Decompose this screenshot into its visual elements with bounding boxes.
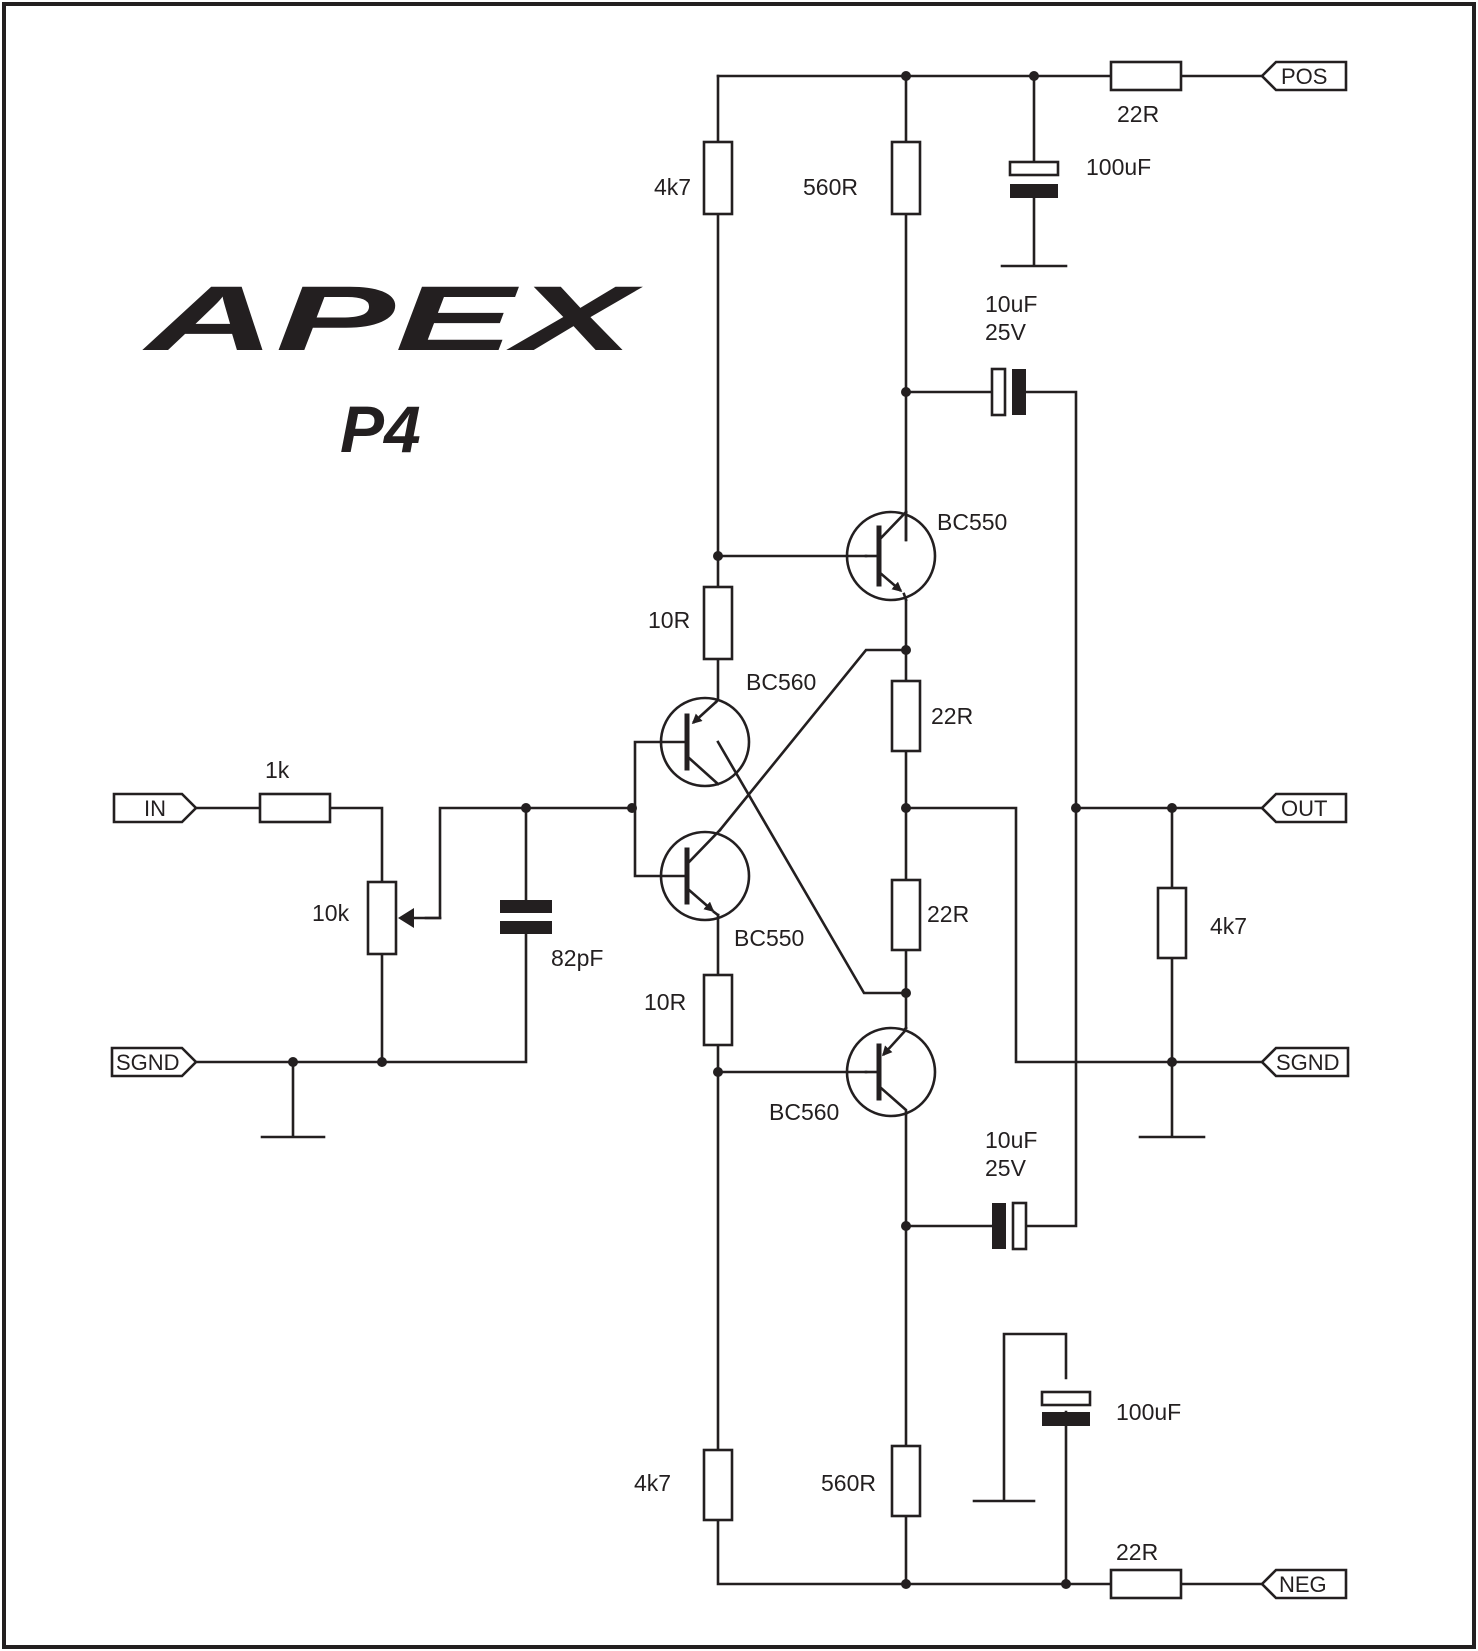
svg-text:BC550: BC550	[734, 925, 804, 951]
transistor-q3	[659, 828, 751, 922]
svg-text:APEX: APEX	[142, 268, 643, 370]
resistor-emitter-bottom	[890, 878, 922, 952]
resistor-top-left	[702, 140, 734, 216]
svg-text:25V: 25V	[985, 1155, 1027, 1181]
svg-text:560R: 560R	[821, 1470, 876, 1496]
svg-text:10uF: 10uF	[985, 1127, 1037, 1153]
resistor-base-bottom	[702, 973, 734, 1047]
resistor-input	[258, 792, 332, 824]
svg-text:4k7: 4k7	[634, 1470, 671, 1496]
svg-text:10R: 10R	[648, 607, 690, 633]
svg-text:25V: 25V	[985, 319, 1027, 345]
ports: POS NEG OUT SGND IN SGND	[110, 60, 1350, 1600]
brand-logo: APEX P4	[142, 268, 643, 466]
svg-text:82pF: 82pF	[551, 945, 603, 971]
resistor-emitter-top	[890, 679, 922, 753]
port-in: IN	[112, 792, 198, 824]
svg-text:4k7: 4k7	[654, 174, 691, 200]
transistor-q2	[659, 696, 751, 788]
transistor-q4	[845, 1026, 937, 1118]
resistor-output	[1156, 886, 1188, 960]
port-out: OUT	[1260, 792, 1348, 824]
svg-text:BC560: BC560	[746, 669, 816, 695]
cap-pos-bulk-plate	[1008, 160, 1060, 177]
svg-text:NEG: NEG	[1279, 1572, 1327, 1597]
resistor-bottom-right	[890, 1444, 922, 1518]
component-labels: 22R 100uF 4k7 560R 10uF 25V BC550 10R BC…	[265, 101, 1247, 1565]
cap-neg-bulk-plate	[1040, 1390, 1092, 1407]
svg-text:SGND: SGND	[116, 1050, 180, 1075]
cap-top-coupling	[990, 367, 1007, 417]
svg-text:22R: 22R	[1116, 1539, 1158, 1565]
svg-text:10uF: 10uF	[985, 291, 1037, 317]
svg-text:22R: 22R	[927, 901, 969, 927]
svg-text:560R: 560R	[803, 174, 858, 200]
pot-wiper-arrow	[398, 908, 414, 928]
svg-text:100uF: 100uF	[1086, 154, 1151, 180]
svg-text:10R: 10R	[644, 989, 686, 1015]
svg-text:100uF: 100uF	[1116, 1399, 1181, 1425]
transistor-q1	[845, 510, 937, 602]
resistor-neg-feed	[1109, 1568, 1183, 1600]
port-neg: NEG	[1260, 1568, 1348, 1600]
resistors	[258, 60, 1188, 1600]
capacitors	[500, 160, 1092, 1426]
potentiometer	[366, 880, 398, 956]
port-sgnd-right: SGND	[1260, 1046, 1350, 1078]
svg-text:BC560: BC560	[769, 1099, 839, 1125]
resistor-top-right	[890, 140, 922, 216]
junctions	[288, 71, 1177, 1589]
svg-text:OUT: OUT	[1281, 796, 1327, 821]
svg-text:4k7: 4k7	[1210, 913, 1247, 939]
wires	[194, 74, 1264, 1586]
svg-text:10k: 10k	[312, 900, 350, 926]
model-title: P4	[340, 392, 421, 466]
svg-text:POS: POS	[1281, 64, 1327, 89]
svg-text:22R: 22R	[1117, 101, 1159, 127]
svg-text:BC550: BC550	[937, 509, 1007, 535]
resistor-pos-feed	[1109, 60, 1183, 92]
svg-text:SGND: SGND	[1276, 1050, 1340, 1075]
cap-input	[500, 900, 552, 913]
svg-text:IN: IN	[144, 796, 166, 821]
resistor-bottom-left	[702, 1448, 734, 1522]
transistors	[659, 510, 937, 1118]
resistor-base-top	[702, 585, 734, 661]
svg-text:1k: 1k	[265, 757, 290, 783]
svg-text:22R: 22R	[931, 703, 973, 729]
port-pos: POS	[1260, 60, 1348, 92]
port-sgnd-left: SGND	[110, 1046, 198, 1078]
cap-bottom-coupling	[992, 1203, 1006, 1249]
